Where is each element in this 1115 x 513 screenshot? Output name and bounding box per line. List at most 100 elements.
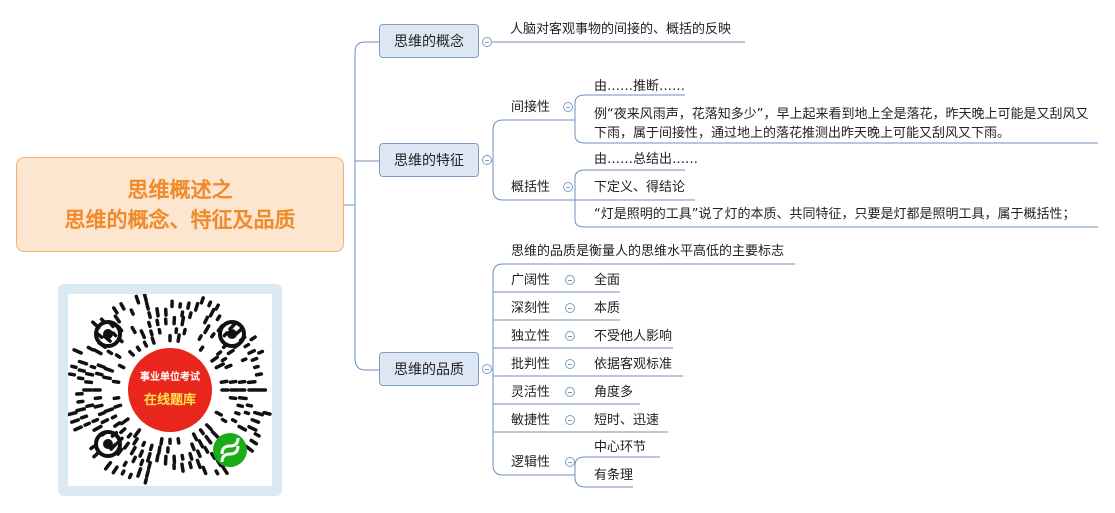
connector xyxy=(492,161,575,201)
qr-dot xyxy=(176,437,181,445)
topic-concept[interactable]: 思维的概念 xyxy=(379,24,479,58)
quality-label[interactable]: 独立性 xyxy=(511,329,551,344)
qr-dot xyxy=(188,451,194,461)
qr-dot xyxy=(237,395,248,401)
qr-dot xyxy=(198,428,205,436)
qr-dot xyxy=(77,368,87,373)
qr-dot xyxy=(210,332,216,339)
logic-desc: 中心环节 xyxy=(594,440,647,455)
collapse-toggle-icon[interactable] xyxy=(482,364,492,374)
qr-dot xyxy=(250,356,259,362)
qr-dot xyxy=(250,418,261,424)
qr-dot xyxy=(219,379,229,385)
qr-dot xyxy=(237,379,247,385)
topic-features[interactable]: 思维的特征 xyxy=(379,143,479,177)
qr-dot xyxy=(122,460,128,468)
qr-finder-eye xyxy=(218,320,246,348)
qr-dot xyxy=(120,469,126,476)
qr-dot xyxy=(220,356,228,363)
connector xyxy=(492,119,575,161)
qr-dot xyxy=(237,424,248,432)
qr-dot xyxy=(113,314,122,324)
collapse-toggle-icon[interactable] xyxy=(565,359,575,369)
qr-dot xyxy=(247,348,257,355)
qr-dot xyxy=(210,429,220,439)
qr-dot xyxy=(150,336,156,345)
qr-dot xyxy=(210,451,217,461)
connector xyxy=(574,169,685,200)
qr-dots xyxy=(68,294,272,485)
collapse-toggle-icon[interactable] xyxy=(563,182,573,192)
qr-dot xyxy=(148,443,154,452)
collapse-toggle-icon[interactable] xyxy=(565,303,575,313)
qualities-intro: 思维的品质是衡量人的思维水平高低的主要标志 xyxy=(511,244,785,259)
collapse-toggle-icon[interactable] xyxy=(482,155,492,165)
mini-program-qr-code[interactable]: 事业单位考试 在线题库 xyxy=(68,294,272,486)
qr-dot xyxy=(228,379,238,385)
qr-dot xyxy=(180,310,185,318)
qr-dot xyxy=(228,395,238,401)
quality-label[interactable]: 敏捷性 xyxy=(511,413,551,428)
collapse-toggle-icon[interactable] xyxy=(565,387,575,397)
qr-dot xyxy=(86,345,95,352)
quality-label[interactable]: 广阔性 xyxy=(511,273,551,288)
qr-dot xyxy=(146,451,152,463)
qr-dot xyxy=(159,437,164,446)
general-pattern: 由……总结出…… xyxy=(594,152,699,167)
quality-label[interactable]: 批判性 xyxy=(511,357,551,372)
qr-dot xyxy=(144,300,150,311)
quality-label[interactable]: 灵活性 xyxy=(511,385,551,400)
qr-dot xyxy=(92,424,103,432)
indirect-example: 例“夜来风雨声，花落知多少”，早上起来看到地上全是落花，昨天晚上可能是又刮风又下… xyxy=(594,107,1089,141)
connector xyxy=(492,370,575,476)
qr-dot xyxy=(214,362,226,370)
collapse-toggle-icon[interactable] xyxy=(565,415,575,425)
topic-qualities[interactable]: 思维的品质 xyxy=(379,352,479,386)
indirect-pattern: 由……推断…… xyxy=(594,79,686,94)
qr-dot xyxy=(110,414,118,420)
root-topic[interactable]: 思维概述之 思维的概念、特征及品质 xyxy=(16,157,344,252)
qr-dot xyxy=(176,333,181,343)
collapse-toggle-icon[interactable] xyxy=(565,275,575,285)
qr-dot xyxy=(128,349,135,357)
qr-dot xyxy=(70,364,78,370)
connector xyxy=(574,94,685,120)
quality-desc: 本质 xyxy=(594,301,621,316)
qr-dot xyxy=(116,447,124,456)
qr-dot xyxy=(84,371,95,377)
collapse-toggle-icon[interactable] xyxy=(563,102,573,112)
feature-general[interactable]: 概括性 xyxy=(511,180,551,195)
feature-indirect[interactable]: 间接性 xyxy=(511,100,551,115)
qr-dot xyxy=(186,301,191,310)
qr-dot xyxy=(191,432,199,442)
qr-dot xyxy=(93,395,103,401)
qr-dot xyxy=(224,363,233,370)
connector xyxy=(354,160,379,205)
qr-bottom-text: 在线题库 xyxy=(144,392,196,408)
qr-dot xyxy=(75,407,87,413)
collapse-toggle-icon[interactable] xyxy=(565,457,575,467)
qr-dot xyxy=(112,395,121,401)
collapse-toggle-icon[interactable] xyxy=(482,37,492,47)
qr-dot xyxy=(147,320,152,329)
connector xyxy=(354,205,379,371)
qr-dot xyxy=(76,376,85,381)
collapse-toggle-icon[interactable] xyxy=(565,331,575,341)
qr-dot xyxy=(221,465,229,476)
quality-desc: 角度多 xyxy=(594,385,634,400)
qr-dot xyxy=(129,308,135,316)
qr-dot xyxy=(89,444,96,451)
qr-dot xyxy=(210,355,220,363)
qr-dot xyxy=(257,349,265,355)
qr-dot xyxy=(85,403,95,409)
qr-dot xyxy=(207,300,213,308)
quality-logic[interactable]: 逻辑性 xyxy=(511,455,551,470)
connector xyxy=(492,347,575,370)
connector xyxy=(574,120,1098,144)
qr-dot xyxy=(198,345,205,352)
qr-dot xyxy=(182,327,187,336)
qr-dot xyxy=(155,307,160,318)
qr-dot xyxy=(246,380,257,385)
quality-label[interactable]: 深刻性 xyxy=(511,301,551,316)
qr-dot xyxy=(111,331,118,338)
